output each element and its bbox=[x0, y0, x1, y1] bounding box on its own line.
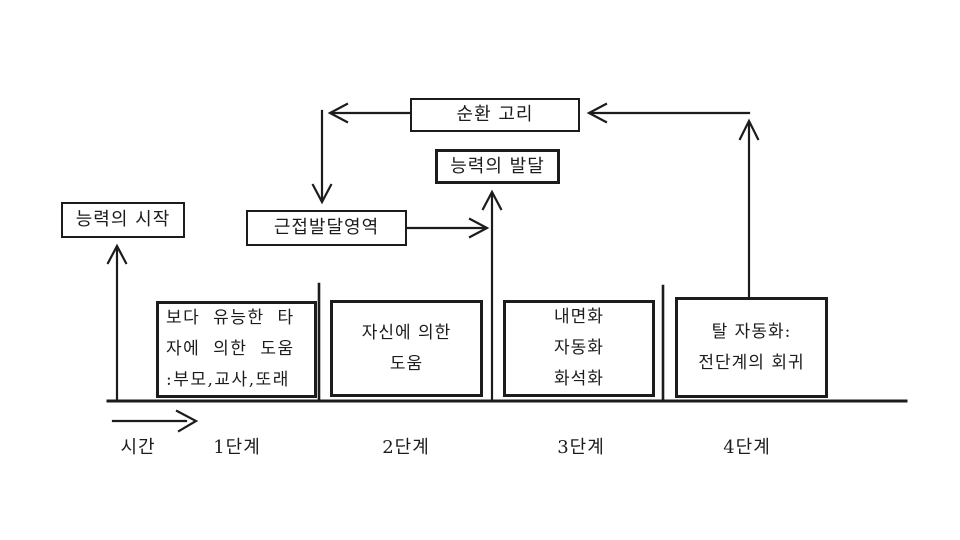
time-label: 시간 bbox=[120, 437, 156, 458]
arrow-cycleloop-left-head bbox=[327, 102, 349, 124]
stage-2-text-line: 자신에 의한 bbox=[361, 322, 452, 343]
arrow-up-ability-start-head bbox=[106, 243, 128, 265]
stage-2-label: 2단계 bbox=[382, 437, 430, 458]
zpd-box: 근접발달영역 bbox=[246, 210, 407, 246]
ability-development-label: 능력의 발달 bbox=[450, 155, 545, 177]
stage-4-label: 4단계 bbox=[723, 437, 771, 458]
cycle-loop-box: 순환 고리 bbox=[410, 98, 580, 132]
zpd-label: 근접발달영역 bbox=[273, 217, 380, 239]
stage-1-label: 1단계 bbox=[213, 437, 261, 458]
arrow-zpd-right-head bbox=[468, 217, 490, 239]
arrow-right-to-cycleloop-head bbox=[586, 102, 608, 124]
arrow-up-ability-development-head bbox=[481, 189, 503, 211]
ability-development-box: 능력의 발달 bbox=[435, 149, 560, 184]
stage-3-text-line: 자동화 bbox=[554, 338, 604, 358]
ability-start-label: 능력의 시작 bbox=[75, 209, 171, 231]
arrow-down-to-zpd-head bbox=[311, 183, 333, 205]
stage-2-box: 자신에 의한 도움 bbox=[330, 300, 483, 397]
stage-4-box: 탈 자동화: 전단계의 회귀 bbox=[675, 297, 828, 398]
stage-3-text-line: 내면화 bbox=[554, 307, 604, 327]
arrow-stage4-up-head bbox=[738, 118, 760, 141]
stage-3-label: 3단계 bbox=[557, 437, 605, 458]
stage-4-text-line: 탈 자동화: bbox=[711, 321, 792, 342]
cycle-loop-label: 순환 고리 bbox=[456, 104, 534, 126]
stage-1-text-line: 자에 의한 도움 bbox=[166, 339, 295, 359]
time-arrow-head bbox=[175, 409, 199, 433]
stage-1-text-line: :부모,교사,또래 bbox=[166, 370, 290, 390]
stage-1-box: 보다 유능한 타 자에 의한 도움 :부모,교사,또래 bbox=[156, 301, 317, 398]
stage-1-text-line: 보다 유능한 타 bbox=[166, 308, 295, 328]
stage-3-text-line: 화석화 bbox=[554, 369, 604, 389]
stage-2-text-line: 도움 bbox=[389, 353, 424, 374]
stage-4-text-line: 전단계의 회귀 bbox=[698, 352, 805, 373]
ability-start-box: 능력의 시작 bbox=[61, 202, 185, 238]
stage-3-box: 내면화 자동화 화석화 bbox=[503, 300, 655, 397]
